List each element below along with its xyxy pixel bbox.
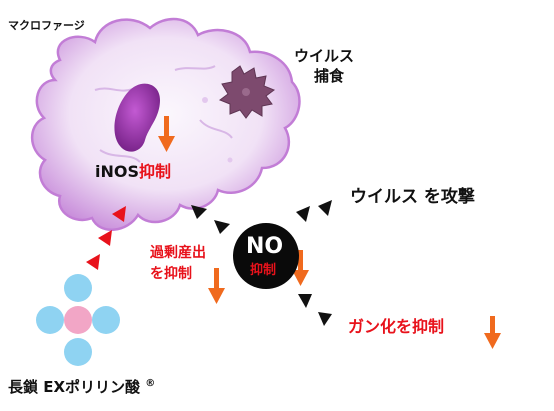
down-arrow-icon [484, 316, 501, 349]
macrophage-label: マクロファージ [8, 19, 85, 32]
cell-nucleus [114, 83, 160, 152]
triangle-arrowhead-icon [298, 294, 312, 308]
overproduction-label-line2: を抑制 [150, 266, 192, 282]
triangle-arrowhead-icon [98, 230, 112, 246]
triangle-arrowhead-icon [214, 220, 230, 234]
down-arrow-icon [158, 116, 175, 152]
triangle-arrowhead-icon [191, 205, 207, 219]
triangle-arrowhead-icon [318, 200, 332, 216]
down-arrow-icon [292, 250, 309, 286]
registered-mark: ® [145, 378, 156, 389]
inos-label: iNOS抑制 [95, 162, 172, 181]
no-circle [233, 223, 299, 289]
triangle-arrowhead-icon [112, 206, 126, 222]
virus-particle [218, 65, 276, 119]
no-sub-label: 抑制 [250, 263, 277, 278]
inos-label-main: iNOS [95, 162, 139, 181]
triangle-arrowhead-icon [318, 312, 332, 326]
attack-label: ウイルス を攻撃 [350, 187, 475, 207]
polyphosphate-label: 長鎖 EXポリリン酸 ® [8, 378, 155, 396]
triangle-arrowhead-icon [86, 254, 100, 270]
triangle-arrowhead-icon [296, 206, 310, 222]
virus-label-line2: 捕食 [314, 67, 345, 85]
inos-label-suffix: 抑制 [139, 162, 172, 181]
cancer-label: ガン化を抑制 [348, 317, 445, 336]
molecule-cluster [36, 274, 120, 366]
no-label: NO [246, 234, 284, 259]
virus-label-line1: ウイルス [294, 47, 355, 65]
overproduction-label-line1: 過剰産出 [150, 245, 206, 261]
down-arrow-icon [208, 268, 225, 304]
polyphosphate-name: 長鎖 EXポリリン酸 [8, 378, 141, 396]
